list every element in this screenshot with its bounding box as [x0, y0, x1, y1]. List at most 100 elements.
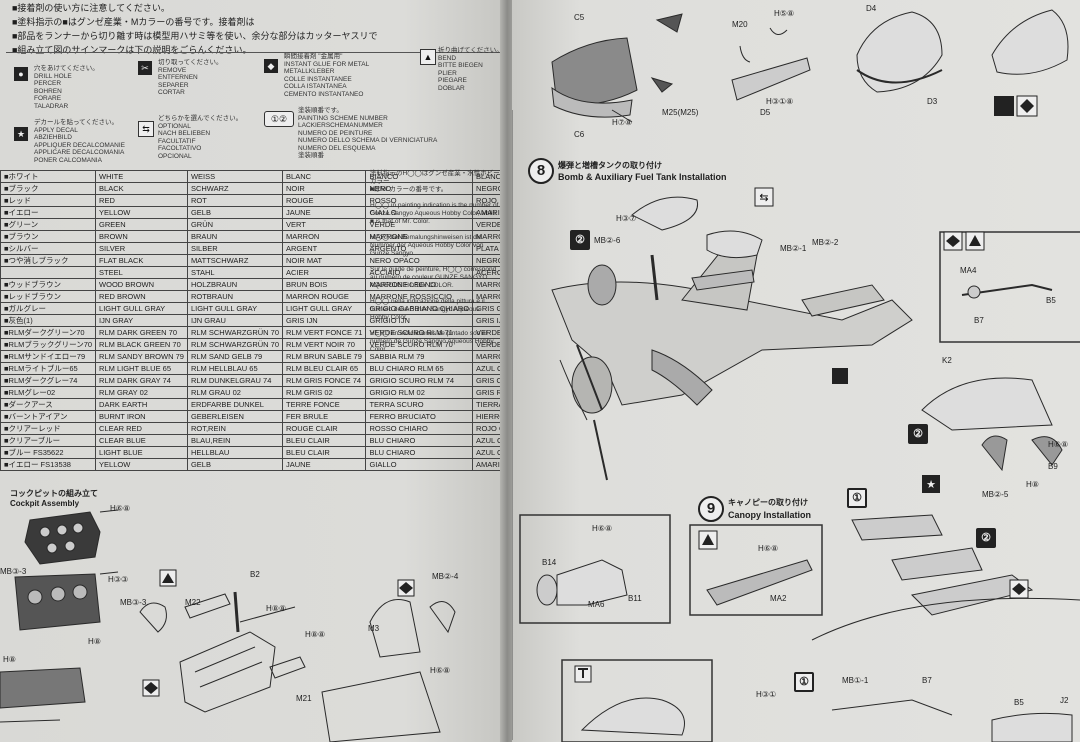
color-cell: YELLOW — [95, 458, 188, 471]
color-cell — [0, 266, 97, 279]
color-cell: FERRO BRUCIATO — [365, 410, 474, 423]
color-cell: BLAU,REIN — [186, 434, 284, 447]
color-cell: BURNT IRON — [95, 410, 188, 423]
color-cell: ■RLMライトブルー65 — [0, 362, 97, 375]
part-label: MB①-1 — [842, 676, 869, 685]
part-label: MB②-5 — [982, 490, 1009, 499]
part-label: M21 — [296, 694, 312, 703]
color-cell: RED BROWN — [95, 290, 188, 303]
color-cell: ■ガルグレー — [0, 302, 97, 315]
part-label: H③⑦ — [616, 214, 637, 223]
paint-number-badge: ② — [908, 424, 928, 444]
color-cell: RLM BRUN SABLE 79 — [282, 350, 367, 363]
color-cell: ■ブラック — [0, 182, 97, 195]
color-cell: ■グリーン — [0, 218, 97, 231]
color-cell: FER BRULE — [282, 410, 367, 423]
cut-icon: ✂ — [138, 61, 152, 75]
color-cell: NOIR MAT — [282, 254, 367, 267]
color-cell: ■ホワイト — [0, 170, 97, 183]
part-label: K2 — [942, 356, 952, 365]
color-cell: RLM DARK GRAY 74 — [95, 374, 188, 387]
color-cell: BROWN — [95, 230, 188, 243]
color-cell: SCHWARZ — [186, 182, 284, 195]
color-cell: SILBER — [186, 242, 284, 255]
legend-text: どちらかを選んでください。 OPTIONAL NACH BELIEBEN FAC… — [158, 115, 243, 160]
part-label: MA4 — [960, 266, 977, 275]
color-cell: HELLBLAU — [186, 446, 284, 459]
color-cell: ■RLMダークグリーン70 — [0, 326, 97, 339]
color-cell: IJN GRAY — [95, 314, 188, 327]
color-cell: ■ウッドブラウン — [0, 278, 97, 291]
color-cell: RLM VERT FONCE 71 — [282, 326, 367, 339]
color-cell: ■クリアーブルー — [0, 434, 97, 447]
note-line: ■部品をランナーから切り離す時は模型用ハサミ等を使い、余分な部分はカッターヤスリ… — [12, 31, 378, 41]
note-line: ■組み立て図のサインマークは下の説明をごらんください。 — [12, 45, 252, 55]
color-cell: NOIR — [282, 182, 367, 195]
part-label: B5 — [1046, 296, 1056, 305]
part-label: C6 — [574, 130, 585, 139]
color-cell: LIGHT GULL GRAY — [186, 302, 284, 315]
color-cell: STAHL — [186, 266, 284, 279]
part-label: H③①⑧ — [766, 97, 794, 106]
color-cell: ■RLMダークグレー74 — [0, 374, 97, 387]
color-cell: STEEL — [95, 266, 188, 279]
paint-number-badge: ① — [847, 488, 867, 508]
color-cell: BLACK — [95, 182, 188, 195]
color-cell: TERRE FONCE — [282, 398, 367, 411]
color-cell: ■RLMサンドイエロー79 — [0, 350, 97, 363]
legend-text: 穴をあけてください。 DRILL HOLE PERCER BOHREN FORA… — [34, 65, 99, 110]
color-cell: ■イエロー FS13538 — [0, 458, 97, 471]
color-row: ■イエロー FS13538YELLOWGELBJAUNEGIALLOAMARIL… — [0, 458, 505, 471]
legend-text: 折り曲げてください。 BEND BITTE BIEGEN PLIER PIEGA… — [438, 47, 503, 92]
color-cell: ■シルバー — [0, 242, 97, 255]
optional-icon: ⇆ — [138, 121, 154, 137]
part-label: B2 — [250, 570, 260, 579]
part-label: H⑥⑧ — [110, 504, 131, 513]
color-cell: GIALLO — [365, 458, 474, 471]
decal-icon: ★ — [14, 127, 28, 141]
left-page: ■接着剤の使い方に注意してください。 ■塗料指示の■はグンゼ産業・Mカラーの番号… — [0, 0, 505, 742]
color-cell: YELLOW — [95, 206, 188, 219]
svg-text:★: ★ — [926, 478, 936, 491]
part-label: MB②-6 — [594, 236, 621, 245]
color-cell: HOLZBRAUN — [186, 278, 284, 291]
color-cell: RED — [95, 194, 188, 207]
drill-icon: ● — [14, 67, 28, 81]
part-label: MA6 — [588, 600, 605, 609]
paint-number-badge: ① — [794, 672, 814, 692]
color-row: ■ブラックBLACKSCHWARZNOIRNERONEGRO黒色 — [0, 182, 505, 195]
color-cell: BLU CHIARO — [365, 446, 474, 459]
section8-number: 8 — [528, 158, 554, 184]
color-cell: DARK EARTH — [95, 398, 188, 411]
color-cell: TERRA SCURO — [365, 398, 474, 411]
color-cell: ACIER — [282, 266, 367, 279]
color-cell: GRIS IJN — [282, 314, 367, 327]
color-cell: RLM DUNKELGRAU 74 — [186, 374, 284, 387]
color-cell: ■クリアーレッド — [0, 422, 97, 435]
color-cell: IJN GRAU — [186, 314, 284, 327]
legend-text: 切り取ってください。 REMOVE ENTFERNEN SEPARER CORT… — [158, 59, 223, 96]
color-cell: ■ダークアース — [0, 398, 97, 411]
part-label: H⑧ — [1026, 480, 1039, 489]
color-cell: MARRON — [282, 230, 367, 243]
part-label: D4 — [866, 4, 877, 13]
part-label: MB③-3 — [0, 567, 27, 576]
color-cell: BRUN BOIS — [282, 278, 367, 291]
part-label: C5 — [574, 13, 585, 22]
part-label: B7 — [922, 676, 932, 685]
color-cell: RLM VERT NOIR 70 — [282, 338, 367, 351]
section7-title-jp: コックピットの組み立て — [10, 489, 98, 498]
legend-text: 塗装順番です。 PAINTING SCHEME NUMBER LACKIERSC… — [298, 107, 438, 159]
color-cell: WOOD BROWN — [95, 278, 188, 291]
color-cell: ROT,REIN — [186, 422, 284, 435]
section9-title-en: Canopy Installation — [728, 510, 812, 520]
bend-icon: ▲ — [420, 49, 436, 65]
part-label: H⑥⑧ — [758, 544, 779, 553]
color-cell: GRÜN — [186, 218, 284, 231]
color-cell: ■RLMグレー02 — [0, 386, 97, 399]
